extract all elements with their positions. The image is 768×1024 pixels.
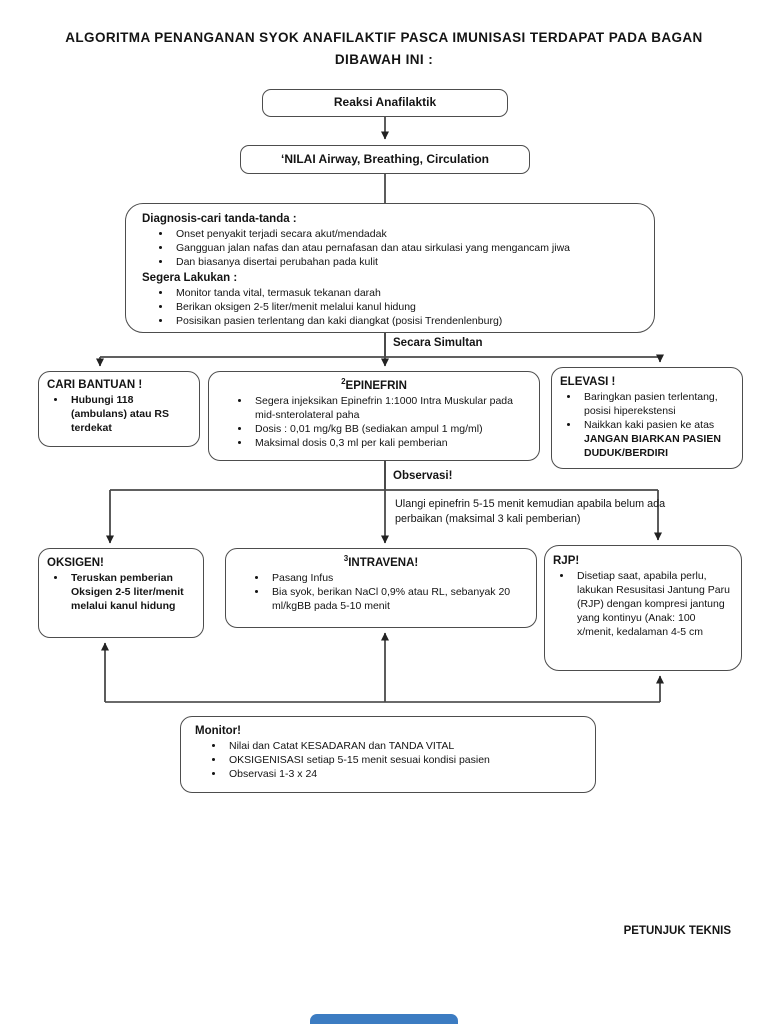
list-item: Dosis : 0,01 mg/kg BB (sediakan ampul 1 … bbox=[251, 423, 527, 437]
monitor-box: Monitor! Nilai dan Catat KESADARAN dan T… bbox=[180, 716, 596, 793]
list-item: Nilai dan Catat KESADARAN dan TANDA VITA… bbox=[225, 740, 581, 754]
intravena-title-text: INTRAVENA! bbox=[348, 556, 419, 569]
epinefrin-title: 2EPINEFRIN bbox=[221, 377, 527, 394]
oksigen-title: OKSIGEN! bbox=[47, 557, 104, 569]
oksigen-box: OKSIGEN! Teruskan pemberian Oksigen 2-5 … bbox=[38, 548, 204, 638]
intravena-list: Pasang Infus Bia syok, berikan NaCl 0,9%… bbox=[238, 572, 524, 614]
observasi-note: Ulangi epinefrin 5-15 menit kemudian apa… bbox=[395, 498, 666, 525]
list-item: Segera injeksikan Epinefrin 1:1000 Intra… bbox=[251, 395, 527, 423]
diagnosis-box: Diagnosis-cari tanda-tanda : Onset penya… bbox=[125, 203, 655, 333]
simultan-label: Secara Simultan bbox=[393, 337, 483, 349]
rjp-box: RJP! Disetiap saat, apabila perlu, lakuk… bbox=[544, 545, 742, 671]
list-item: Disetiap saat, apabila perlu, lakukan Re… bbox=[573, 570, 733, 639]
epinefrin-title-text: EPINEFRIN bbox=[345, 379, 407, 392]
list-item: Observasi 1-3 x 24 bbox=[225, 768, 581, 782]
observasi-label: Observasi! bbox=[393, 470, 453, 482]
monitor-list: Nilai dan Catat KESADARAN dan TANDA VITA… bbox=[195, 740, 581, 782]
page-title-line2: DIBAWAH INI : bbox=[334, 52, 434, 67]
list-item: Teruskan pemberian Oksigen 2-5 liter/men… bbox=[67, 572, 195, 614]
cari-bantuan-title: CARI BANTUAN ! bbox=[47, 379, 143, 391]
cari-bantuan-box: CARI BANTUAN ! Hubungi 118 (ambulans) at… bbox=[38, 371, 200, 447]
list-item: Dan biasanya disertai perubahan pada kul… bbox=[172, 256, 638, 270]
start-box-label: Reaksi Anafilaktik bbox=[333, 95, 437, 109]
list-item: Baringkan pasien terlentang, posisi hipe… bbox=[580, 391, 734, 419]
epinefrin-list: Segera injeksikan Epinefrin 1:1000 Intra… bbox=[221, 395, 527, 450]
elevasi-title: ELEVASI ! bbox=[560, 376, 616, 388]
list-item: Onset penyakit terjadi secara akut/menda… bbox=[172, 228, 638, 242]
elevasi-list: Baringkan pasien terlentang, posisi hipe… bbox=[560, 391, 734, 460]
list-item: Bia syok, berikan NaCl 0,9% atau RL, seb… bbox=[268, 586, 524, 614]
viewer-toolbar[interactable] bbox=[310, 1014, 458, 1024]
page-title-line1: ALGORITMA PENANGANAN SYOK ANAFILAKTIF PA… bbox=[65, 30, 703, 45]
elevasi-warning-text: JANGAN BIARKAN PASIEN DUDUK/BERDIRI bbox=[584, 432, 721, 459]
list-item: Gangguan jalan nafas dan atau pernafasan… bbox=[172, 242, 638, 256]
list-item: Hubungi 118 (ambulans) atau RS terdekat bbox=[67, 394, 191, 436]
elevasi-item2-text: Naikkan kaki pasien ke atas bbox=[584, 418, 715, 431]
elevasi-box: ELEVASI ! Baringkan pasien terlentang, p… bbox=[551, 367, 743, 469]
segera-lakukan-heading: Segera Lakukan : bbox=[142, 271, 238, 284]
diagnosis-heading: Diagnosis-cari tanda-tanda : bbox=[142, 213, 297, 225]
start-box: Reaksi Anafilaktik bbox=[262, 89, 508, 117]
intravena-footnote-sup: 3 bbox=[343, 554, 349, 563]
list-item: Monitor tanda vital, termasuk tekanan da… bbox=[172, 287, 638, 301]
list-item: Berikan oksigen 2-5 liter/menit melalui … bbox=[172, 301, 638, 315]
oksigen-list: Teruskan pemberian Oksigen 2-5 liter/men… bbox=[47, 572, 195, 614]
intravena-title: 3INTRAVENA! bbox=[238, 554, 524, 571]
epinefrin-footnote-sup: 2 bbox=[341, 377, 346, 386]
list-item: Maksimal dosis 0,3 ml per kali pemberian bbox=[251, 437, 527, 451]
list-item: OKSIGENISASI setiap 5-15 menit sesuai ko… bbox=[225, 754, 581, 768]
diagnosis-list: Onset penyakit terjadi secara akut/menda… bbox=[142, 228, 638, 270]
assess-box: ‘NILAI Airway, Breathing, Circulation bbox=[240, 145, 530, 174]
cari-bantuan-list: Hubungi 118 (ambulans) atau RS terdekat bbox=[47, 394, 191, 436]
list-item: Pasang Infus bbox=[268, 572, 524, 586]
list-item: Posisikan pasien terlentang dan kaki dia… bbox=[172, 315, 638, 329]
epinefrin-box: 2EPINEFRIN Segera injeksikan Epinefrin 1… bbox=[208, 371, 540, 461]
segera-lakukan-list: Monitor tanda vital, termasuk tekanan da… bbox=[142, 287, 638, 329]
assess-box-label: ‘NILAI Airway, Breathing, Circulation bbox=[280, 152, 490, 166]
footer-label: PETUNJUK TEKNIS bbox=[623, 925, 731, 937]
monitor-title: Monitor! bbox=[195, 725, 241, 737]
intravena-box: 3INTRAVENA! Pasang Infus Bia syok, berik… bbox=[225, 548, 537, 628]
rjp-list: Disetiap saat, apabila perlu, lakukan Re… bbox=[553, 570, 733, 639]
rjp-title: RJP! bbox=[553, 555, 580, 567]
